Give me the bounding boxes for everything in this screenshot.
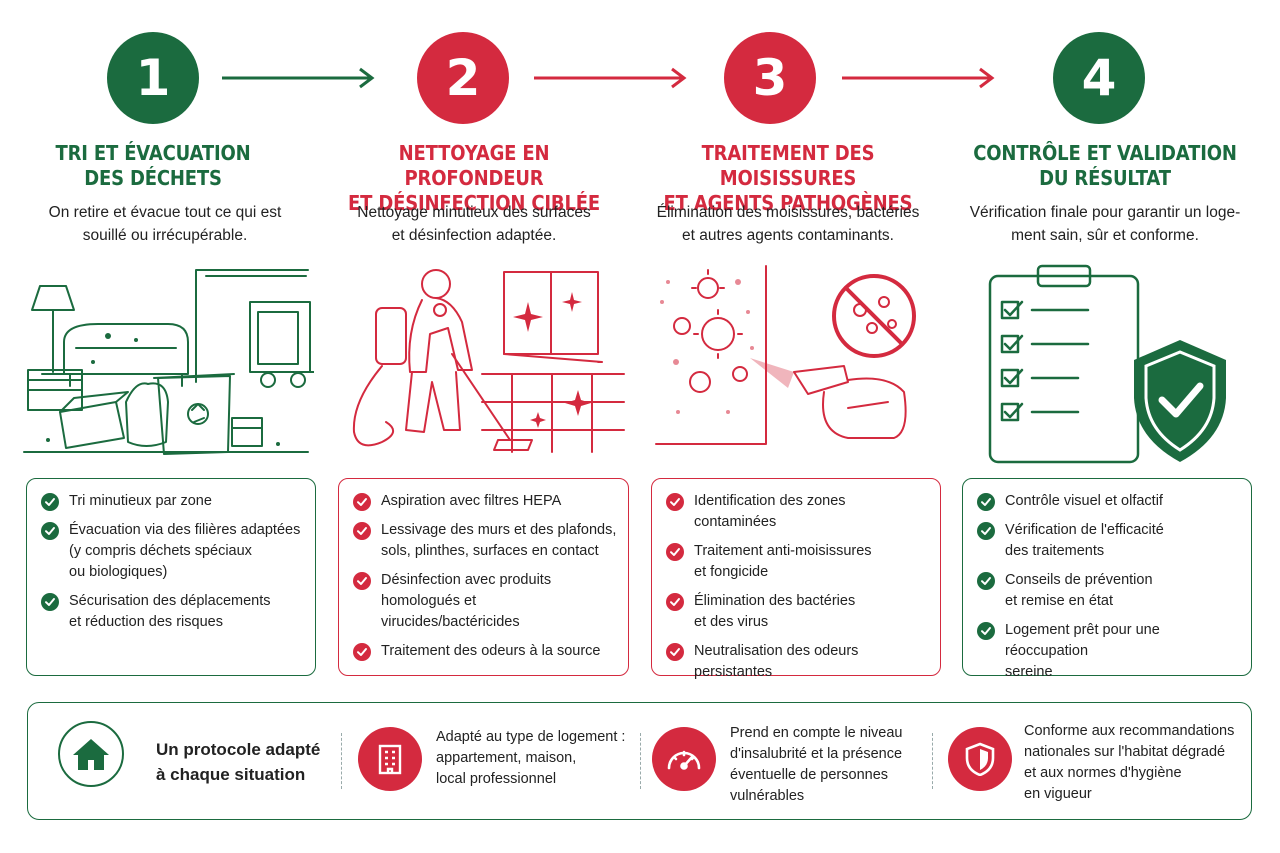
house-icon — [58, 721, 124, 787]
check-circle-icon — [41, 593, 59, 611]
step-1-number: 1 — [135, 49, 171, 107]
feature-housing-type: Adapté au type de logement :appartement,… — [436, 729, 626, 787]
divider — [341, 733, 342, 789]
building-icon — [358, 727, 422, 791]
check-circle-icon — [666, 643, 684, 661]
checklist-item: Tri minutieux par zone — [41, 491, 305, 512]
checklist-item-text: Aspiration avec filtres HEPA — [381, 493, 562, 509]
step-2-circle: 2 — [417, 32, 509, 124]
step-4-circle: 4 — [1053, 32, 1145, 124]
checklist-item: Évacuation via des filières adaptées(y c… — [41, 520, 305, 583]
divider — [932, 733, 933, 789]
checklist-item-text: Contrôle visuel et olfactif — [1005, 493, 1163, 509]
check-circle-icon — [41, 522, 59, 540]
waste-removal-illustration — [23, 269, 314, 455]
step-2-checklist: Aspiration avec filtres HEPA Lessivage de… — [338, 478, 629, 676]
checklist-item: Traitement des odeurs à la source — [353, 641, 618, 662]
check-circle-icon — [977, 522, 995, 540]
validation-illustration — [988, 264, 1226, 464]
check-circle-icon — [977, 493, 995, 511]
mold-treatment-illustration — [655, 265, 916, 445]
checklist-item-text: Traitement des odeurs à la source — [381, 643, 601, 659]
checklist-item-text: Lessivage des murs et des plafonds,sols,… — [381, 522, 617, 559]
arrow-right-icon — [534, 67, 687, 89]
check-circle-icon — [666, 543, 684, 561]
step-1-circle: 1 — [107, 32, 199, 124]
gauge-icon — [652, 727, 716, 791]
check-circle-icon — [666, 593, 684, 611]
checklist-item-text: Évacuation via des filières adaptées(y c… — [69, 522, 301, 580]
check-circle-icon — [353, 643, 371, 661]
checklist-item-text: Identification des zones contaminées — [694, 493, 846, 530]
step-2-number: 2 — [445, 49, 481, 107]
divider — [640, 733, 641, 789]
checklist-item: Aspiration avec filtres HEPA — [353, 491, 618, 512]
shield-icon — [948, 727, 1012, 791]
checklist-item: Contrôle visuel et olfactif — [977, 491, 1241, 512]
checklist-item-text: Tri minutieux par zone — [69, 493, 212, 509]
checklist-item: Identification des zones contaminées — [666, 491, 930, 533]
step-3-number: 3 — [752, 49, 788, 107]
checklist-item: Lessivage des murs et des plafonds,sols,… — [353, 520, 618, 562]
step-4-number: 4 — [1081, 49, 1117, 107]
step-3-circle: 3 — [724, 32, 816, 124]
arrow-right-icon — [222, 67, 375, 89]
check-circle-icon — [666, 493, 684, 511]
check-circle-icon — [977, 622, 995, 640]
check-circle-icon — [353, 522, 371, 540]
check-circle-icon — [41, 493, 59, 511]
check-circle-icon — [353, 493, 371, 511]
step-4-description: Vérification finale pour garantir un log… — [969, 204, 1241, 244]
deep-cleaning-illustration — [352, 269, 625, 453]
check-circle-icon — [353, 572, 371, 590]
arrow-right-icon — [842, 67, 995, 89]
check-circle-icon — [977, 572, 995, 590]
